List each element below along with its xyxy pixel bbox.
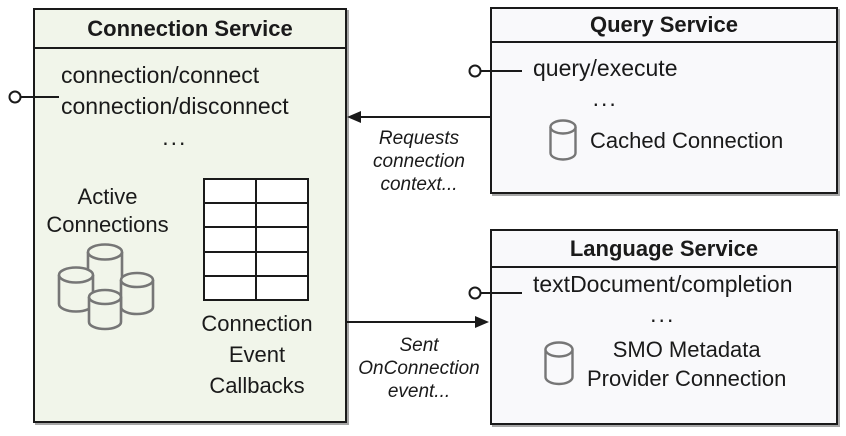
language-service-methods: textDocument/completion ... bbox=[533, 269, 793, 329]
method-textdocument-completion: textDocument/completion bbox=[533, 271, 793, 297]
connection-methods-ellipsis: ... bbox=[162, 124, 188, 150]
sent-onconnection-annotation: Sent OnConnection event... bbox=[349, 334, 489, 403]
callback-table bbox=[203, 178, 309, 301]
requests-connection-arrow bbox=[347, 111, 490, 123]
sent-onconnection-arrow bbox=[347, 316, 489, 328]
database-cluster-icon bbox=[57, 243, 155, 331]
connection-service-title: Connection Service bbox=[35, 10, 345, 49]
method-query-execute: query/execute bbox=[533, 55, 678, 81]
table-cell bbox=[257, 228, 307, 251]
table-cell bbox=[257, 204, 307, 227]
table-cell bbox=[257, 276, 307, 299]
query-service-box: Query Service query/execute ... Cached C… bbox=[490, 7, 838, 194]
table-cell bbox=[205, 180, 255, 203]
method-connection-disconnect: connection/disconnect bbox=[61, 93, 289, 119]
connection-event-callbacks-label: Connection Event Callbacks bbox=[182, 308, 332, 401]
method-connection-connect: connection/connect bbox=[61, 62, 260, 88]
language-service-box: Language Service textDocument/completion… bbox=[490, 229, 838, 425]
callbacks-line3: Callbacks bbox=[209, 373, 305, 398]
smo-metadata-row: SMO Metadata Provider Connection bbox=[543, 335, 786, 393]
cylinder-left bbox=[57, 266, 95, 313]
active-connections-line2: Connections bbox=[46, 212, 169, 237]
database-icon bbox=[549, 119, 577, 161]
table-cell bbox=[205, 276, 255, 299]
smo-label-line2: Provider Connection bbox=[587, 366, 787, 391]
table-cell bbox=[257, 180, 307, 203]
sent-annotation-line1: Sent bbox=[399, 335, 439, 356]
active-connections-line1: Active bbox=[77, 184, 138, 209]
cached-connection-label: Cached Connection bbox=[590, 128, 784, 153]
sent-annotation-line3: event... bbox=[387, 381, 451, 402]
database-icon bbox=[544, 341, 574, 386]
table-cell bbox=[205, 228, 255, 251]
smo-label-line1: SMO Metadata bbox=[612, 337, 761, 362]
requests-annotation-line1: Requests bbox=[378, 128, 460, 149]
requests-annotation-line2: connection bbox=[373, 151, 465, 172]
connection-service-methods: connection/connect connection/disconnect… bbox=[61, 60, 289, 153]
query-service-methods: query/execute ... bbox=[533, 53, 677, 113]
query-service-title: Query Service bbox=[492, 9, 836, 43]
language-methods-ellipsis: ... bbox=[650, 301, 676, 327]
connection-service-box: Connection Service connection/connect co… bbox=[33, 8, 347, 423]
cylinder-right bbox=[119, 271, 155, 316]
query-methods-ellipsis: ... bbox=[592, 85, 618, 111]
requests-connection-annotation: Requests connection context... bbox=[349, 127, 489, 196]
requests-annotation-line3: context... bbox=[380, 174, 458, 195]
callbacks-line2: Event bbox=[228, 342, 286, 367]
cached-connection-row: Cached Connection bbox=[548, 118, 783, 164]
table-cell bbox=[205, 204, 255, 227]
callbacks-line1: Connection bbox=[201, 311, 313, 336]
smo-metadata-label: SMO Metadata Provider Connection bbox=[587, 335, 786, 393]
cylinder-front bbox=[87, 288, 123, 331]
sent-annotation-line2: OnConnection bbox=[358, 358, 480, 379]
language-service-title: Language Service bbox=[492, 231, 836, 268]
table-cell bbox=[257, 252, 307, 275]
table-cell bbox=[205, 252, 255, 275]
active-connections-label: Active Connections bbox=[35, 183, 180, 239]
